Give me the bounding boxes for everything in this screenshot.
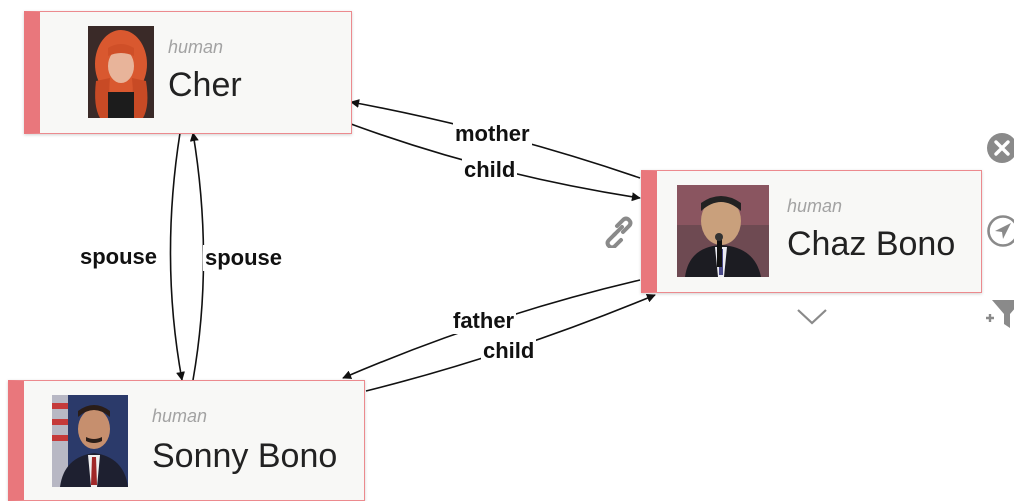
link-icon[interactable] bbox=[600, 213, 636, 249]
cher-name: Cher bbox=[168, 66, 242, 104]
filter-add-icon[interactable] bbox=[982, 298, 1014, 332]
sonny-name: Sonny Bono bbox=[152, 437, 338, 475]
node-chaz-bono[interactable]: human Chaz Bono bbox=[641, 170, 982, 293]
edge-label-spouse-left[interactable]: spouse bbox=[78, 244, 160, 270]
edge-label-spouse-right[interactable]: spouse bbox=[203, 245, 285, 271]
chaz-type: human bbox=[787, 196, 843, 216]
edge-label-child-top[interactable]: child bbox=[462, 157, 518, 183]
node-cher[interactable]: human Cher bbox=[24, 11, 352, 134]
edge-label-father[interactable]: father bbox=[451, 308, 517, 334]
edge-spouse-right[interactable] bbox=[189, 132, 205, 381]
chaz-name: Chaz Bono bbox=[787, 225, 956, 263]
edge-spouse-left[interactable] bbox=[169, 132, 185, 381]
close-icon[interactable] bbox=[984, 132, 1014, 164]
cher-type: human bbox=[168, 37, 224, 57]
edge-label-mother[interactable]: mother bbox=[453, 121, 532, 147]
chaz-photo bbox=[677, 185, 769, 277]
chevron-down-icon[interactable] bbox=[794, 302, 830, 330]
sonny-photo bbox=[52, 395, 128, 487]
node-sonny-bono[interactable]: human Sonny Bono bbox=[8, 380, 365, 501]
edge-label-child-bottom[interactable]: child bbox=[481, 338, 537, 364]
navigate-icon[interactable] bbox=[984, 214, 1014, 248]
sonny-type: human bbox=[152, 406, 208, 426]
cher-photo bbox=[88, 26, 154, 118]
